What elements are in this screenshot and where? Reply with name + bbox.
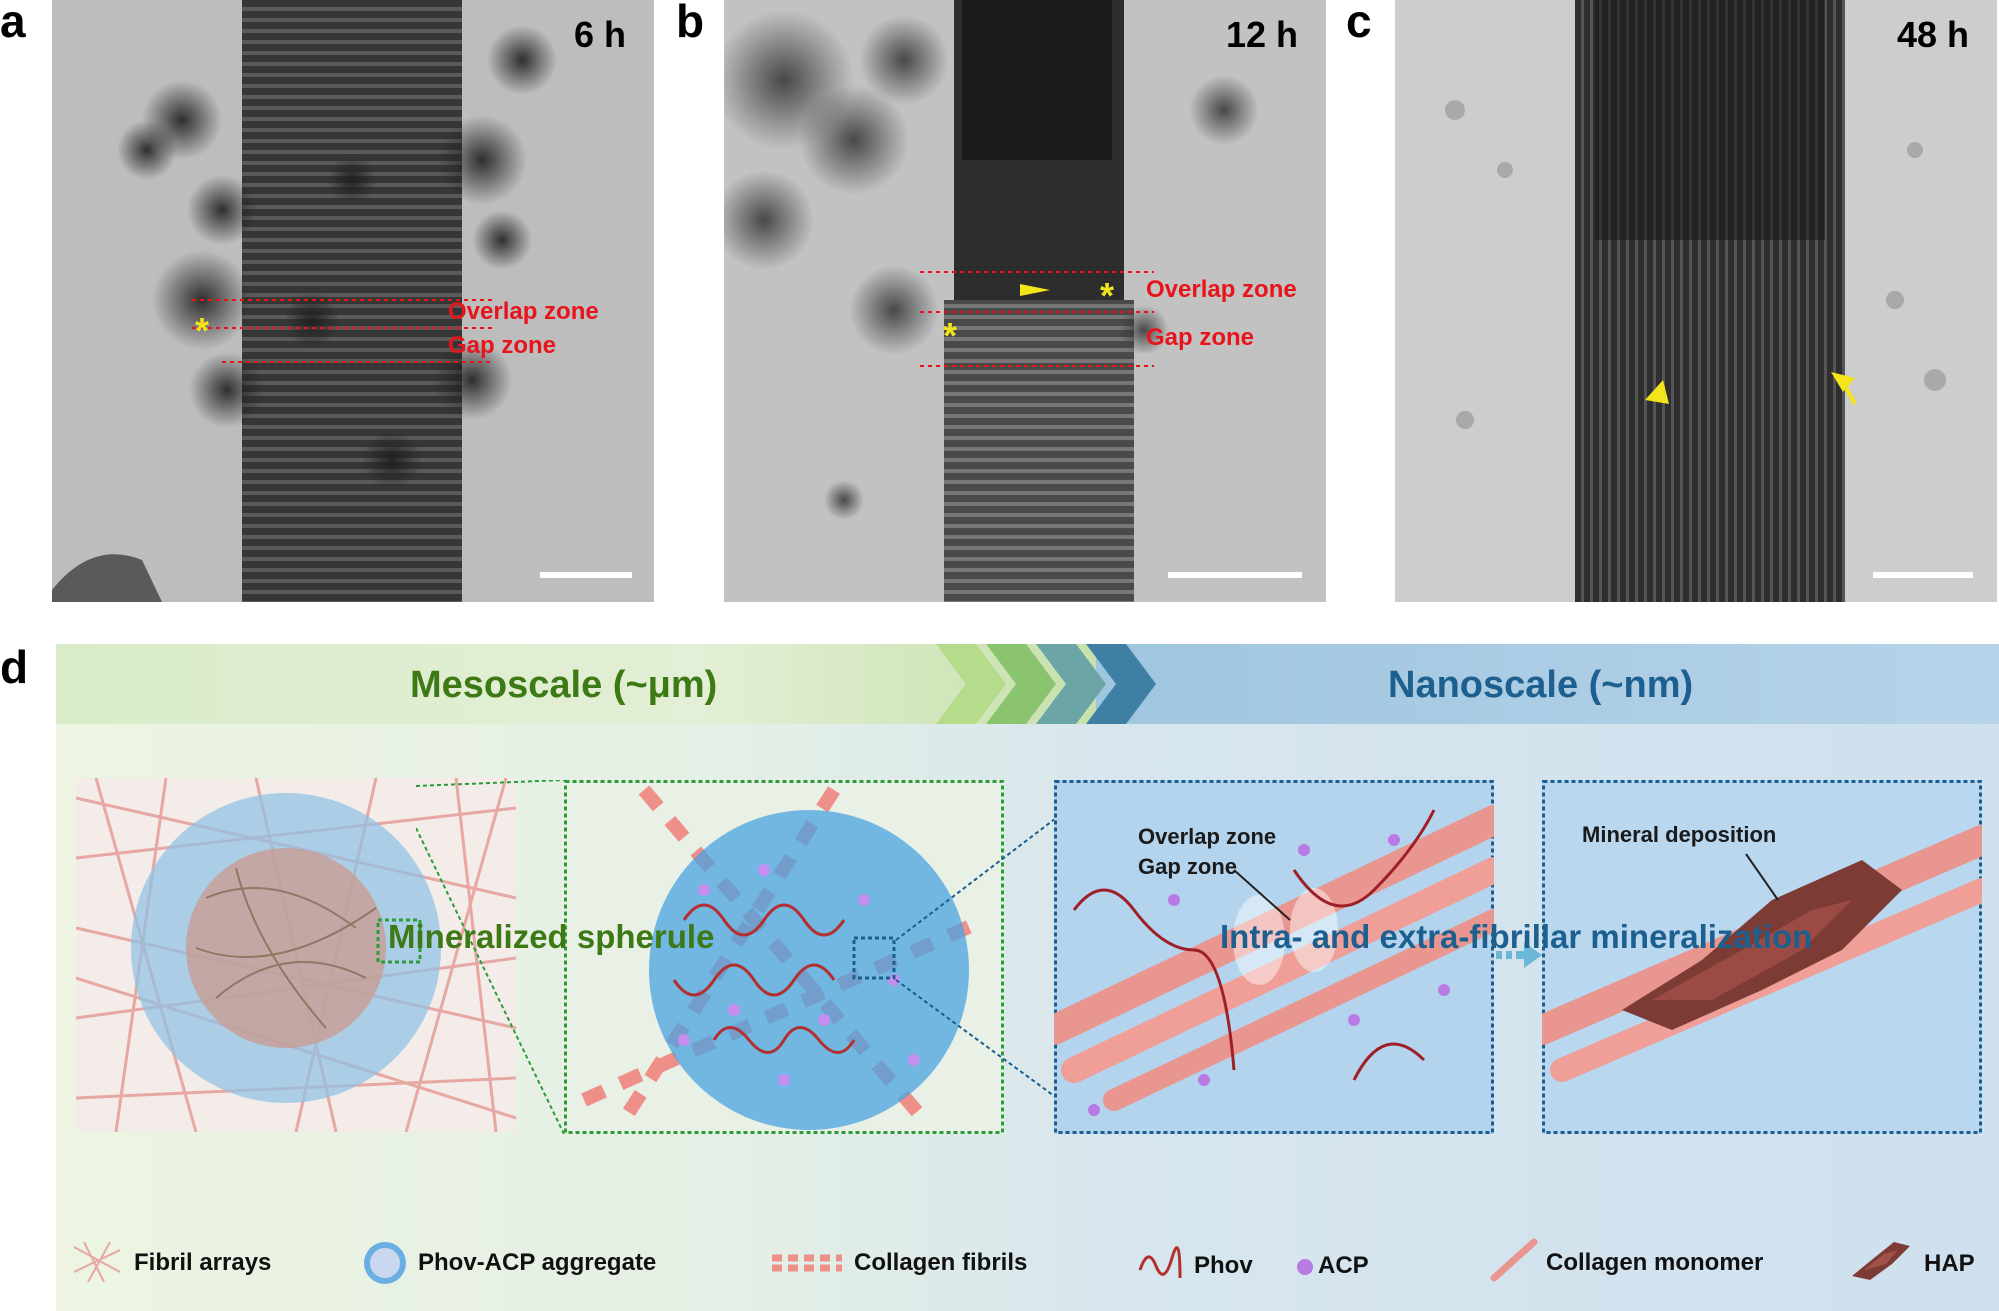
legend-fibril-arrays: Fibril arrays xyxy=(134,1249,272,1276)
panel-label-b: b xyxy=(676,0,705,47)
collagen-fibrils-icon xyxy=(772,1254,842,1272)
legend-collagen-monomer: Collagen monomer xyxy=(1546,1249,1764,1276)
panel-label-a: a xyxy=(0,0,26,47)
tem-image-c: 48 h xyxy=(1395,0,1997,602)
gap-zone-label-b: Gap zone xyxy=(1146,324,1255,351)
panel-label-d: d xyxy=(0,641,29,693)
overlap-zone-label-b: Overlap zone xyxy=(1146,276,1297,303)
hap-icon xyxy=(1852,1242,1910,1280)
nanoscale-banner xyxy=(1096,644,1999,724)
mineralized-spherule-title: Mineralized spherule xyxy=(388,918,715,955)
mineral-deposition-label: Mineral deposition xyxy=(1582,822,1777,847)
acp-icon xyxy=(1297,1259,1313,1275)
time-label-c: 48 h xyxy=(1896,14,1969,55)
overlap-zone-label-a: Overlap zone xyxy=(448,298,599,325)
scale-transition-chevrons xyxy=(936,644,1156,724)
asterisk-marker-b1: * xyxy=(1100,275,1115,316)
scale-bar-c xyxy=(1873,572,1973,578)
legend-phov: Phov xyxy=(1194,1252,1253,1279)
schematic-panel-d: Mesoscale (~μm) Nanoscale (~nm) xyxy=(56,644,1999,1311)
legend-collagen-fibrils: Collagen fibrils xyxy=(854,1249,1028,1276)
asterisk-marker-b2: * xyxy=(943,315,958,356)
time-label-a: 6 h xyxy=(573,14,626,55)
process-arrow xyxy=(1496,942,1542,968)
gap-zone-label-a: Gap zone xyxy=(448,332,557,359)
fibril-arrays-icon xyxy=(74,1242,120,1282)
mineralization-title: Intra- and extra-fibrillar mineralizatio… xyxy=(1220,918,1813,955)
scale-bar-b xyxy=(1168,572,1302,578)
legend-acp: ACP xyxy=(1318,1252,1369,1279)
tem-image-a: 6 h Overlap zone Gap zone * xyxy=(52,0,654,602)
collagen-monomer-icon xyxy=(1490,1238,1538,1282)
time-label-b: 12 h xyxy=(1225,14,1298,55)
mesoscale-title: Mesoscale (~μm) xyxy=(410,664,718,706)
scale-bar-a xyxy=(540,572,632,578)
panel-label-c: c xyxy=(1346,0,1372,47)
zoom-connector-lines xyxy=(416,780,1107,1135)
legend-phov-acp-aggregate: Phov-ACP aggregate xyxy=(418,1249,657,1276)
overlap-zone-label-d: Overlap zone xyxy=(1138,824,1277,849)
collagen-zones-illustration: Overlap zone Gap zone xyxy=(1054,780,1494,1134)
phov-acp-aggregate-icon xyxy=(364,1242,406,1284)
asterisk-marker-a: * xyxy=(195,310,210,351)
fibril-array-illustration xyxy=(76,778,516,1132)
nanoscale-title: Nanoscale (~nm) xyxy=(1388,664,1694,706)
arrowhead-marker-c xyxy=(1645,380,1669,404)
spherule-zoom-illustration xyxy=(564,780,1004,1134)
gap-zone-label-d: Gap zone xyxy=(1138,854,1238,879)
legend-hap: HAP xyxy=(1924,1250,1975,1277)
tem-image-b: 12 h Overlap zone Gap zone * * xyxy=(724,0,1326,602)
phov-icon xyxy=(1138,1246,1182,1279)
mineral-deposition-illustration: Mineral deposition xyxy=(1542,780,1982,1134)
